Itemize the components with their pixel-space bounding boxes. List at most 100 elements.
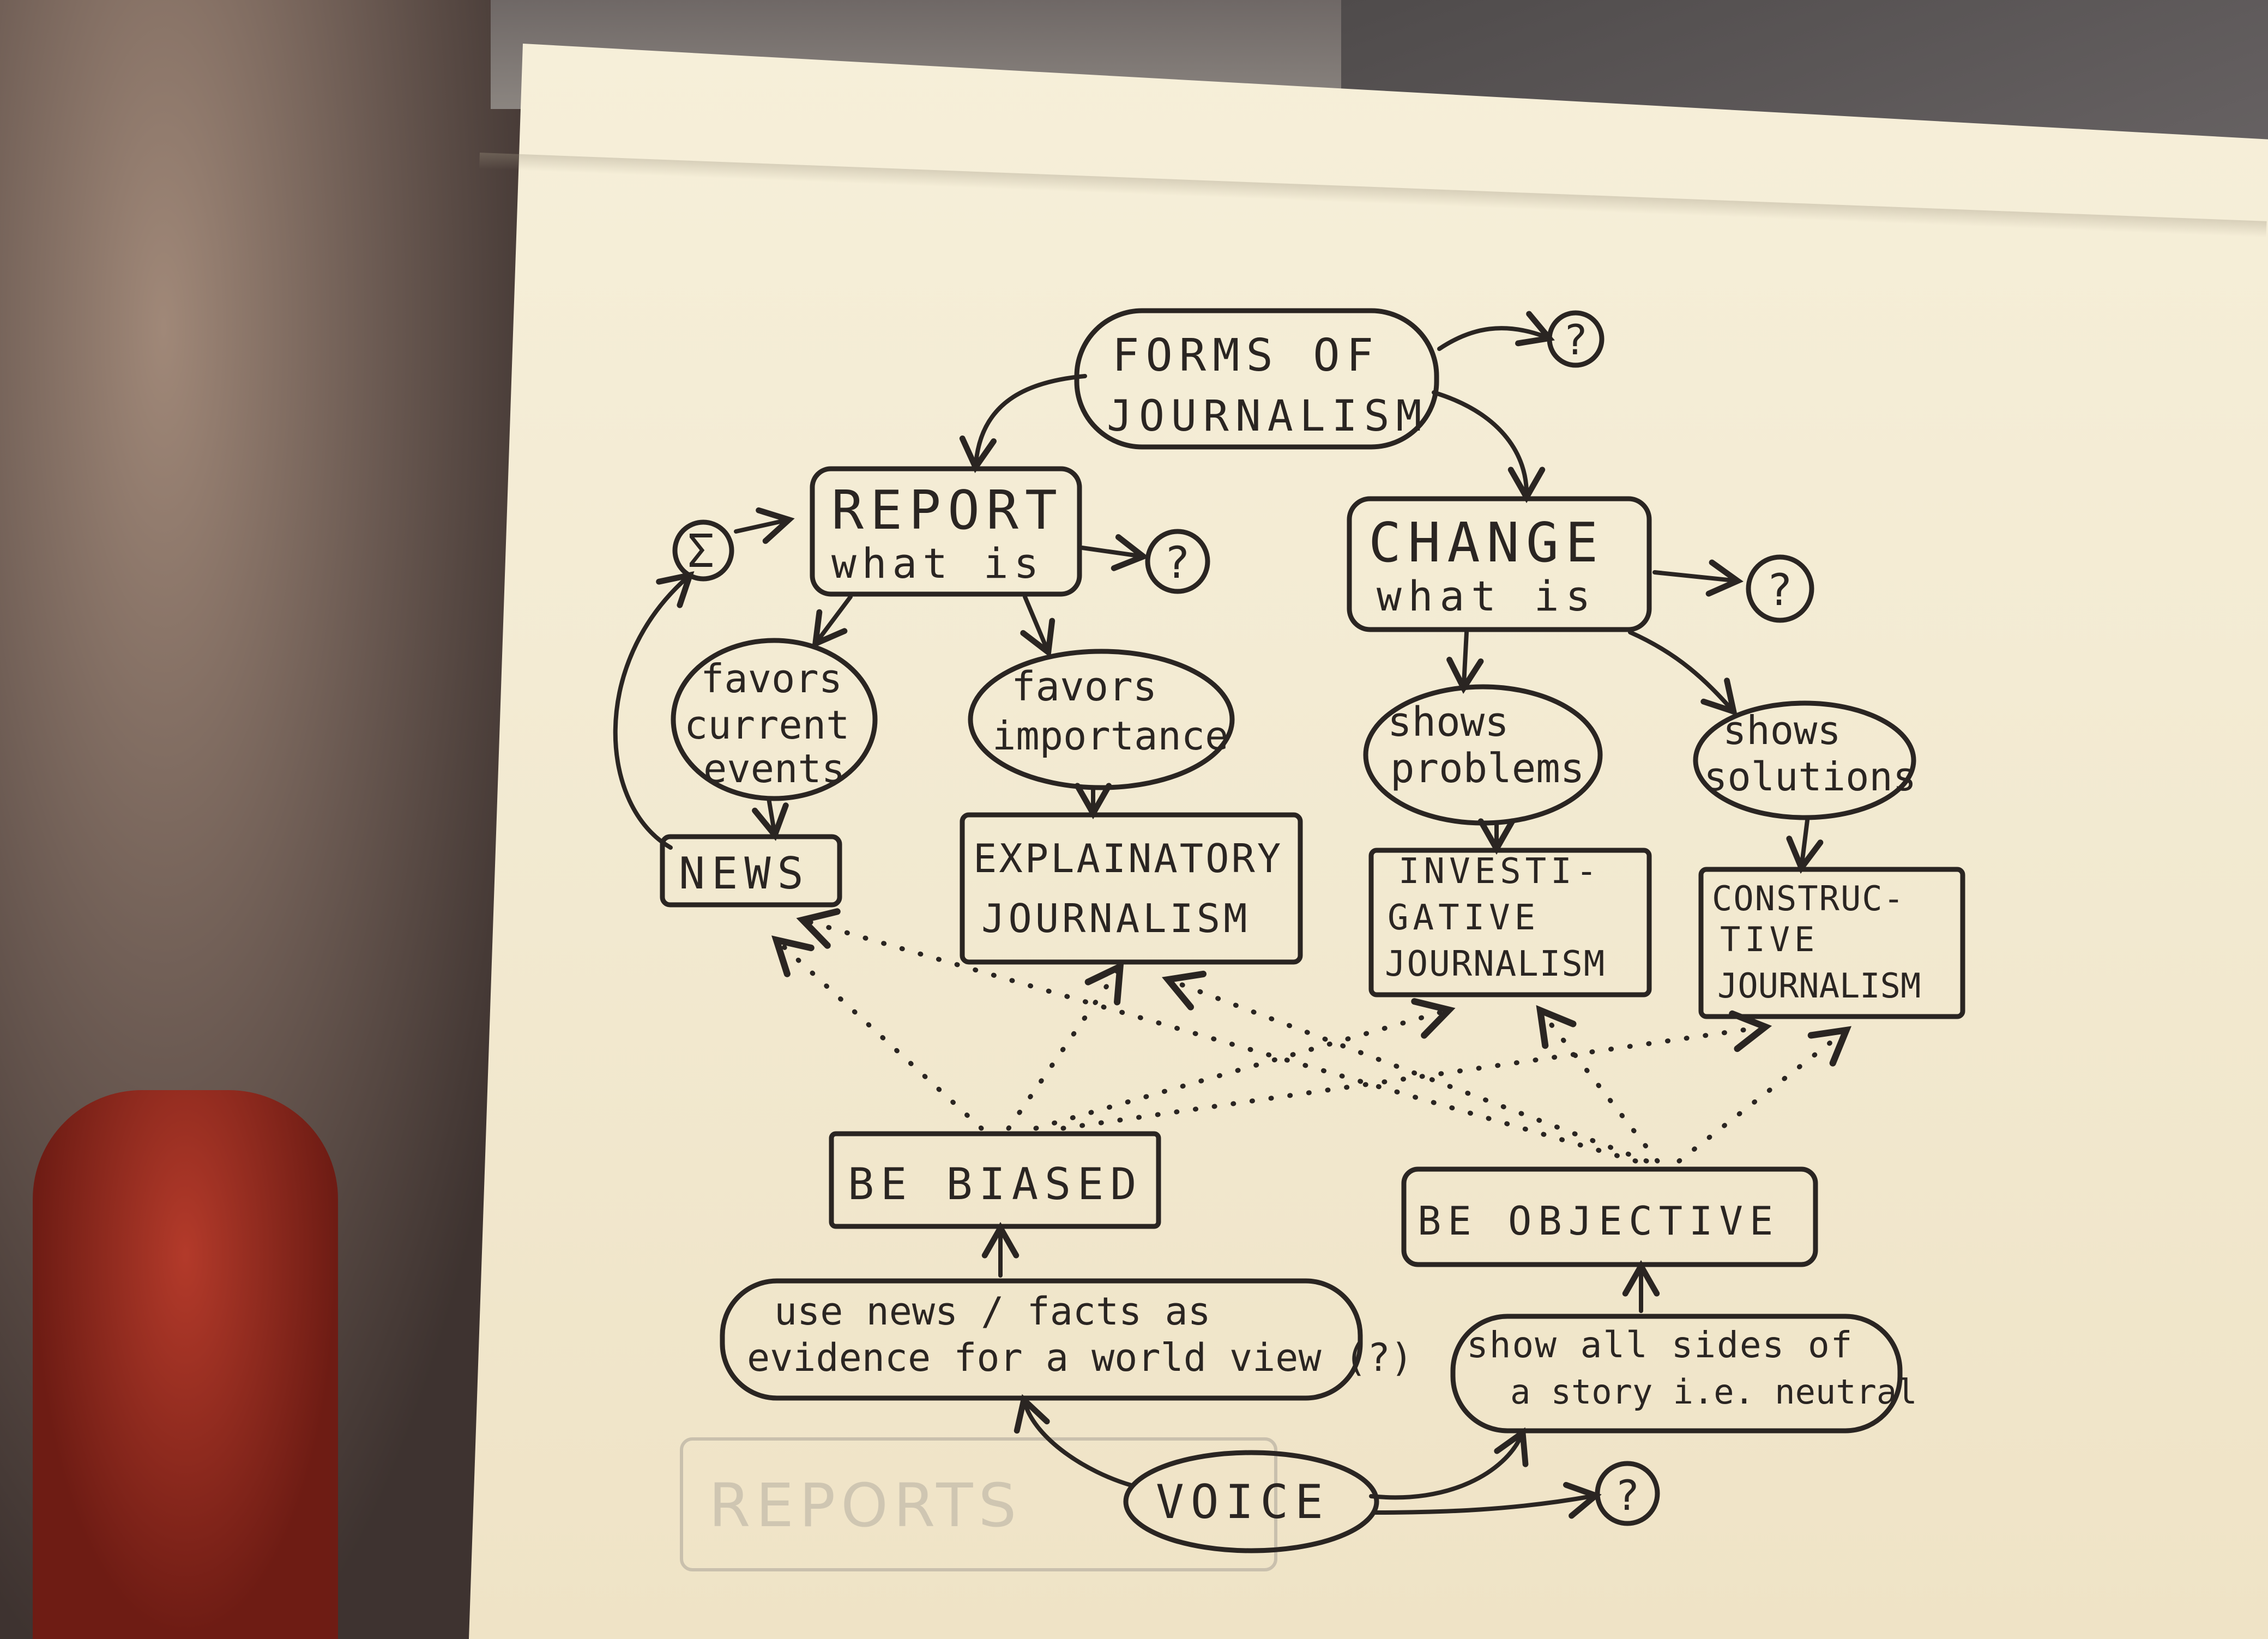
- node-favors-current-events: favors current events: [671, 638, 878, 801]
- favors-current-line3: events: [703, 746, 845, 791]
- edge-change-shows-problems: [1446, 630, 1484, 694]
- change-title: CHANGE: [1368, 511, 1605, 574]
- change-subtitle: what is: [1377, 572, 1597, 620]
- dotted-influences-biased: [771, 935, 1772, 1131]
- ghost-text: REPORTS: [709, 1471, 1022, 1540]
- node-explanatory-journalism: EXPLAINATORY JOURNALISM: [960, 812, 1303, 965]
- show-all-outline: [1450, 1314, 1903, 1434]
- node-forms-of-journalism: FORMS OF JOURNALISM: [1074, 308, 1439, 450]
- explanatory-line1: EXPLAINATORY: [973, 836, 1283, 881]
- news-outline: [660, 834, 842, 908]
- be-objective-outline: [1401, 1166, 1818, 1267]
- dotted-objective-constructive: [1676, 1026, 1852, 1164]
- node-news: NEWS: [660, 834, 842, 908]
- edge-voice-showall: [1369, 1427, 1529, 1500]
- edge-sigma-report: [734, 507, 795, 544]
- node-voice: VOICE: [1123, 1450, 1379, 1553]
- report-outline: [810, 466, 1082, 597]
- favors-importance-line1: favors: [1011, 663, 1157, 710]
- dotted-biased-investigative: [1033, 998, 1456, 1131]
- show-all-line1: show all sides of: [1467, 1324, 1854, 1366]
- explanatory-line2: JOURNALISM: [981, 896, 1250, 941]
- shows-problems-line2: problems: [1390, 745, 1584, 792]
- dotted-biased-constructive: [1060, 1010, 1772, 1131]
- root-line2: JOURNALISM: [1107, 392, 1428, 441]
- edge-report-question: [1080, 534, 1149, 571]
- ghost-show-through: REPORTS: [680, 1437, 1277, 1571]
- node-sigma: Σ: [672, 519, 734, 582]
- edge-root-report: [959, 374, 1087, 474]
- use-news-line2: evidence for a world view (?): [747, 1335, 1413, 1380]
- be-objective-label: BE OBJECTIVE: [1417, 1198, 1780, 1244]
- show-all-line2: a story i.e. neutral: [1510, 1372, 1917, 1412]
- node-use-news-facts: use news / facts as evidence for a world…: [720, 1278, 1413, 1401]
- node-be-biased: BE BIASED: [829, 1131, 1161, 1229]
- constructive-outline: [1698, 867, 1965, 1019]
- edge-voice-question: [1372, 1481, 1602, 1519]
- node-shows-solutions: shows solutions: [1693, 700, 1916, 820]
- question-label: ?: [1563, 316, 1588, 364]
- favors-importance-line2: importance: [992, 713, 1228, 759]
- node-shows-problems: shows problems: [1363, 684, 1603, 826]
- change-outline: [1347, 496, 1652, 632]
- edge-favors-current-news: [752, 796, 789, 841]
- edge-report-favors-current: [812, 595, 853, 649]
- explanatory-outline: [960, 812, 1303, 965]
- be-biased-label: BE BIASED: [848, 1159, 1143, 1209]
- shows-solutions-outline: [1693, 700, 1916, 820]
- node-report-what-is: REPORT what is: [810, 466, 1082, 597]
- use-news-line1: use news / facts as: [774, 1289, 1211, 1334]
- sigma-label: Σ: [687, 524, 715, 578]
- shows-solutions-line2: solutions: [1704, 754, 1916, 800]
- favors-current-line1: favors: [701, 656, 842, 701]
- constructive-line1: CONSTRUC-: [1712, 879, 1905, 918]
- edge-root-question: [1437, 311, 1555, 351]
- voice-label: VOICE: [1156, 1475, 1330, 1529]
- edge-root-change: [1432, 390, 1546, 504]
- question-label: ?: [1164, 537, 1190, 588]
- edge-report-favors-importance: [1020, 595, 1055, 658]
- node-investigative-journalism: INVESTI- GATIVE JOURNALISM: [1368, 848, 1652, 997]
- question-circle: [1746, 554, 1814, 623]
- node-question-change: ?: [1746, 554, 1814, 623]
- edge-news-sigma: [613, 571, 695, 850]
- edge-voice-usenews: [1014, 1394, 1133, 1487]
- node-question-root: ?: [1547, 310, 1605, 368]
- node-be-objective: BE OBJECTIVE: [1401, 1166, 1818, 1267]
- question-label: ?: [1766, 565, 1793, 615]
- report-title: REPORT: [831, 480, 1064, 542]
- dotted-biased-explanatory: [1006, 961, 1124, 1131]
- report-subtitle: what is: [831, 539, 1044, 588]
- node-question-report: ?: [1145, 529, 1210, 594]
- edge-change-question: [1652, 559, 1744, 597]
- investigative-line1: INVESTI-: [1398, 851, 1601, 892]
- shows-problems-line1: shows: [1388, 699, 1509, 746]
- node-favors-importance: favors importance: [968, 649, 1235, 790]
- red-chair: [33, 1090, 338, 1639]
- ghost-box: [680, 1437, 1277, 1571]
- constructive-line2: TIVE: [1720, 920, 1819, 959]
- investigative-line3: JOURNALISM: [1385, 944, 1606, 984]
- news-label: NEWS: [679, 848, 810, 899]
- edge-solutions-constructive: [1786, 818, 1824, 874]
- node-constructive-journalism: CONSTRUC- TIVE JOURNALISM: [1698, 867, 1965, 1019]
- dotted-objective-investigative: [1536, 1005, 1660, 1164]
- shows-solutions-line1: shows: [1723, 707, 1841, 753]
- sigma-circle: [672, 519, 734, 582]
- node-show-all-sides: show all sides of a story i.e. neutral: [1450, 1314, 1917, 1434]
- dotted-influences-objective: [796, 908, 1852, 1164]
- favors-current-line2: current: [684, 702, 849, 748]
- voice-outline: [1123, 1450, 1379, 1553]
- dotted-biased-news: [771, 935, 984, 1131]
- investigative-line2: GATIVE: [1388, 898, 1540, 938]
- edge-change-shows-solutions: [1628, 630, 1738, 716]
- constructive-line3: JOURNALISM: [1717, 966, 1921, 1006]
- node-question-voice: ?: [1595, 1461, 1660, 1526]
- favors-current-outline: [671, 638, 878, 801]
- root-line1: FORMS OF: [1112, 330, 1380, 382]
- node-change-what-is: CHANGE what is: [1347, 496, 1652, 632]
- dotted-objective-explanatory: [1161, 970, 1649, 1164]
- question-label: ?: [1615, 1471, 1640, 1520]
